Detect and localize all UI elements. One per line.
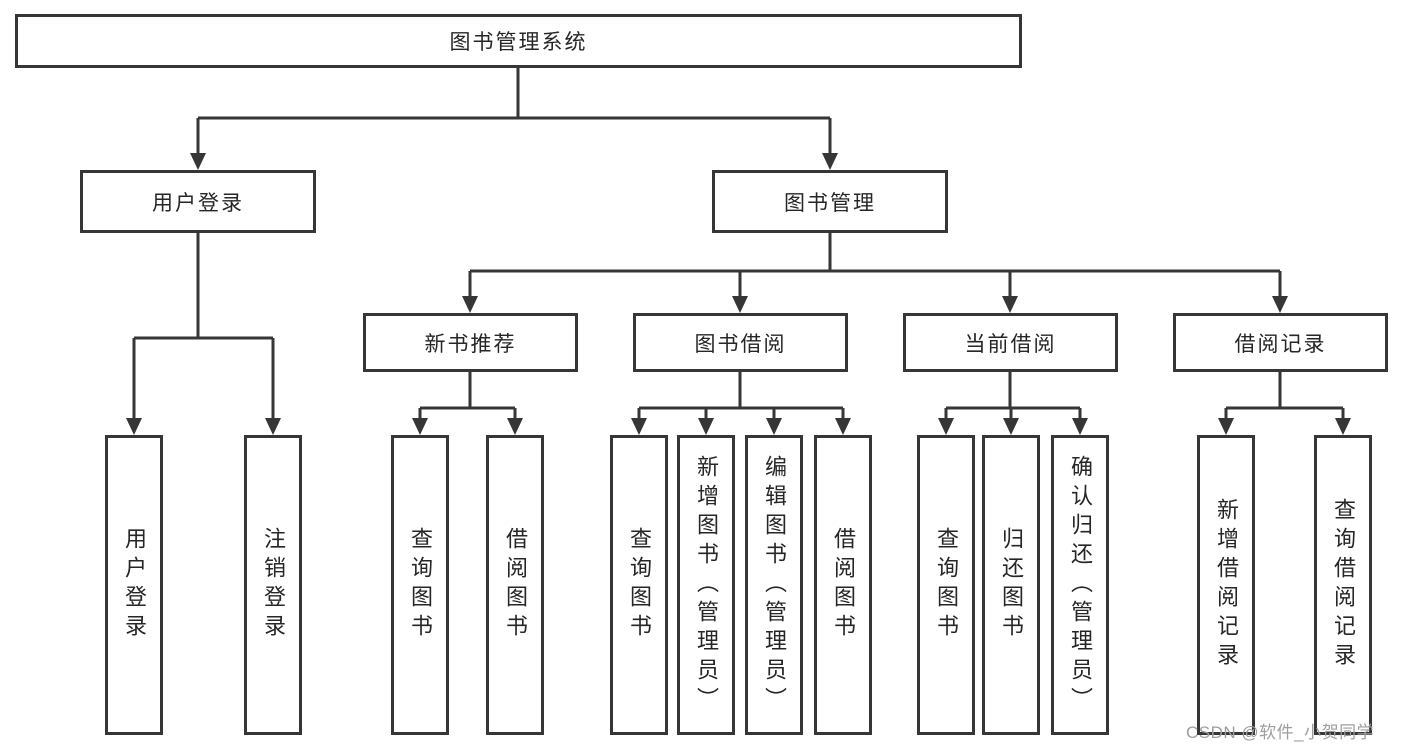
leaf-label: 新增借阅记录 [1214, 498, 1239, 672]
node-current-borrow: 当前借阅 [903, 313, 1118, 372]
arrowhead-icons [126, 153, 1351, 435]
node-borrow-records: 借阅记录 [1173, 313, 1388, 372]
leaf-query-books-borrow: 查询图书 [610, 435, 668, 735]
leaf-query-books-current: 查询图书 [917, 435, 975, 735]
leaf-label: 查询图书 [627, 527, 652, 643]
node-label: 图书管理 [784, 191, 876, 215]
leaf-confirm-return-admin: 确认归还（管理员） [1051, 435, 1109, 735]
leaf-label: 确认归还（管理员） [1068, 454, 1093, 716]
leaf-query-borrow-record: 查询借阅记录 [1314, 435, 1372, 735]
node-new-book-recommend: 新书推荐 [363, 313, 578, 372]
node-label: 图书管理系统 [449, 31, 588, 54]
leaf-return-books: 归还图书 [982, 435, 1040, 735]
leaf-borrow-books-recommend: 借阅图书 [486, 435, 544, 735]
leaf-user-login: 用户登录 [105, 435, 163, 735]
leaf-query-books-recommend: 查询图书 [391, 435, 449, 735]
leaf-add-borrow-record: 新增借阅记录 [1197, 435, 1255, 735]
node-root-system: 图书管理系统 [15, 14, 1022, 68]
node-book-management: 图书管理 [712, 170, 948, 233]
node-label: 当前借阅 [964, 332, 1057, 356]
leaf-label: 查询借阅记录 [1331, 498, 1356, 672]
leaf-label: 借阅图书 [503, 527, 528, 643]
leaf-borrow-books: 借阅图书 [814, 435, 872, 735]
leaf-label: 归还图书 [999, 527, 1024, 643]
leaf-label: 查询图书 [934, 527, 959, 643]
leaf-label: 注销登录 [261, 527, 286, 643]
node-book-borrow: 图书借阅 [633, 313, 848, 372]
csdn-watermark: CSDN @软件_小贺同学 [1186, 723, 1375, 742]
leaf-label: 编辑图书（管理员） [762, 454, 787, 716]
leaf-label: 新增图书（管理员） [694, 454, 719, 716]
leaf-label: 查询图书 [408, 527, 433, 643]
node-label: 新书推荐 [424, 332, 517, 356]
leaf-label: 用户登录 [122, 527, 147, 643]
node-label: 用户登录 [152, 191, 244, 215]
leaf-label: 借阅图书 [831, 527, 856, 643]
leaf-add-books-admin: 新增图书（管理员） [677, 435, 735, 735]
node-user-login: 用户登录 [80, 170, 316, 233]
node-label: 借阅记录 [1234, 332, 1327, 356]
node-label: 图书借阅 [694, 332, 787, 356]
leaf-logout: 注销登录 [244, 435, 302, 735]
leaf-edit-books-admin: 编辑图书（管理员） [745, 435, 803, 735]
